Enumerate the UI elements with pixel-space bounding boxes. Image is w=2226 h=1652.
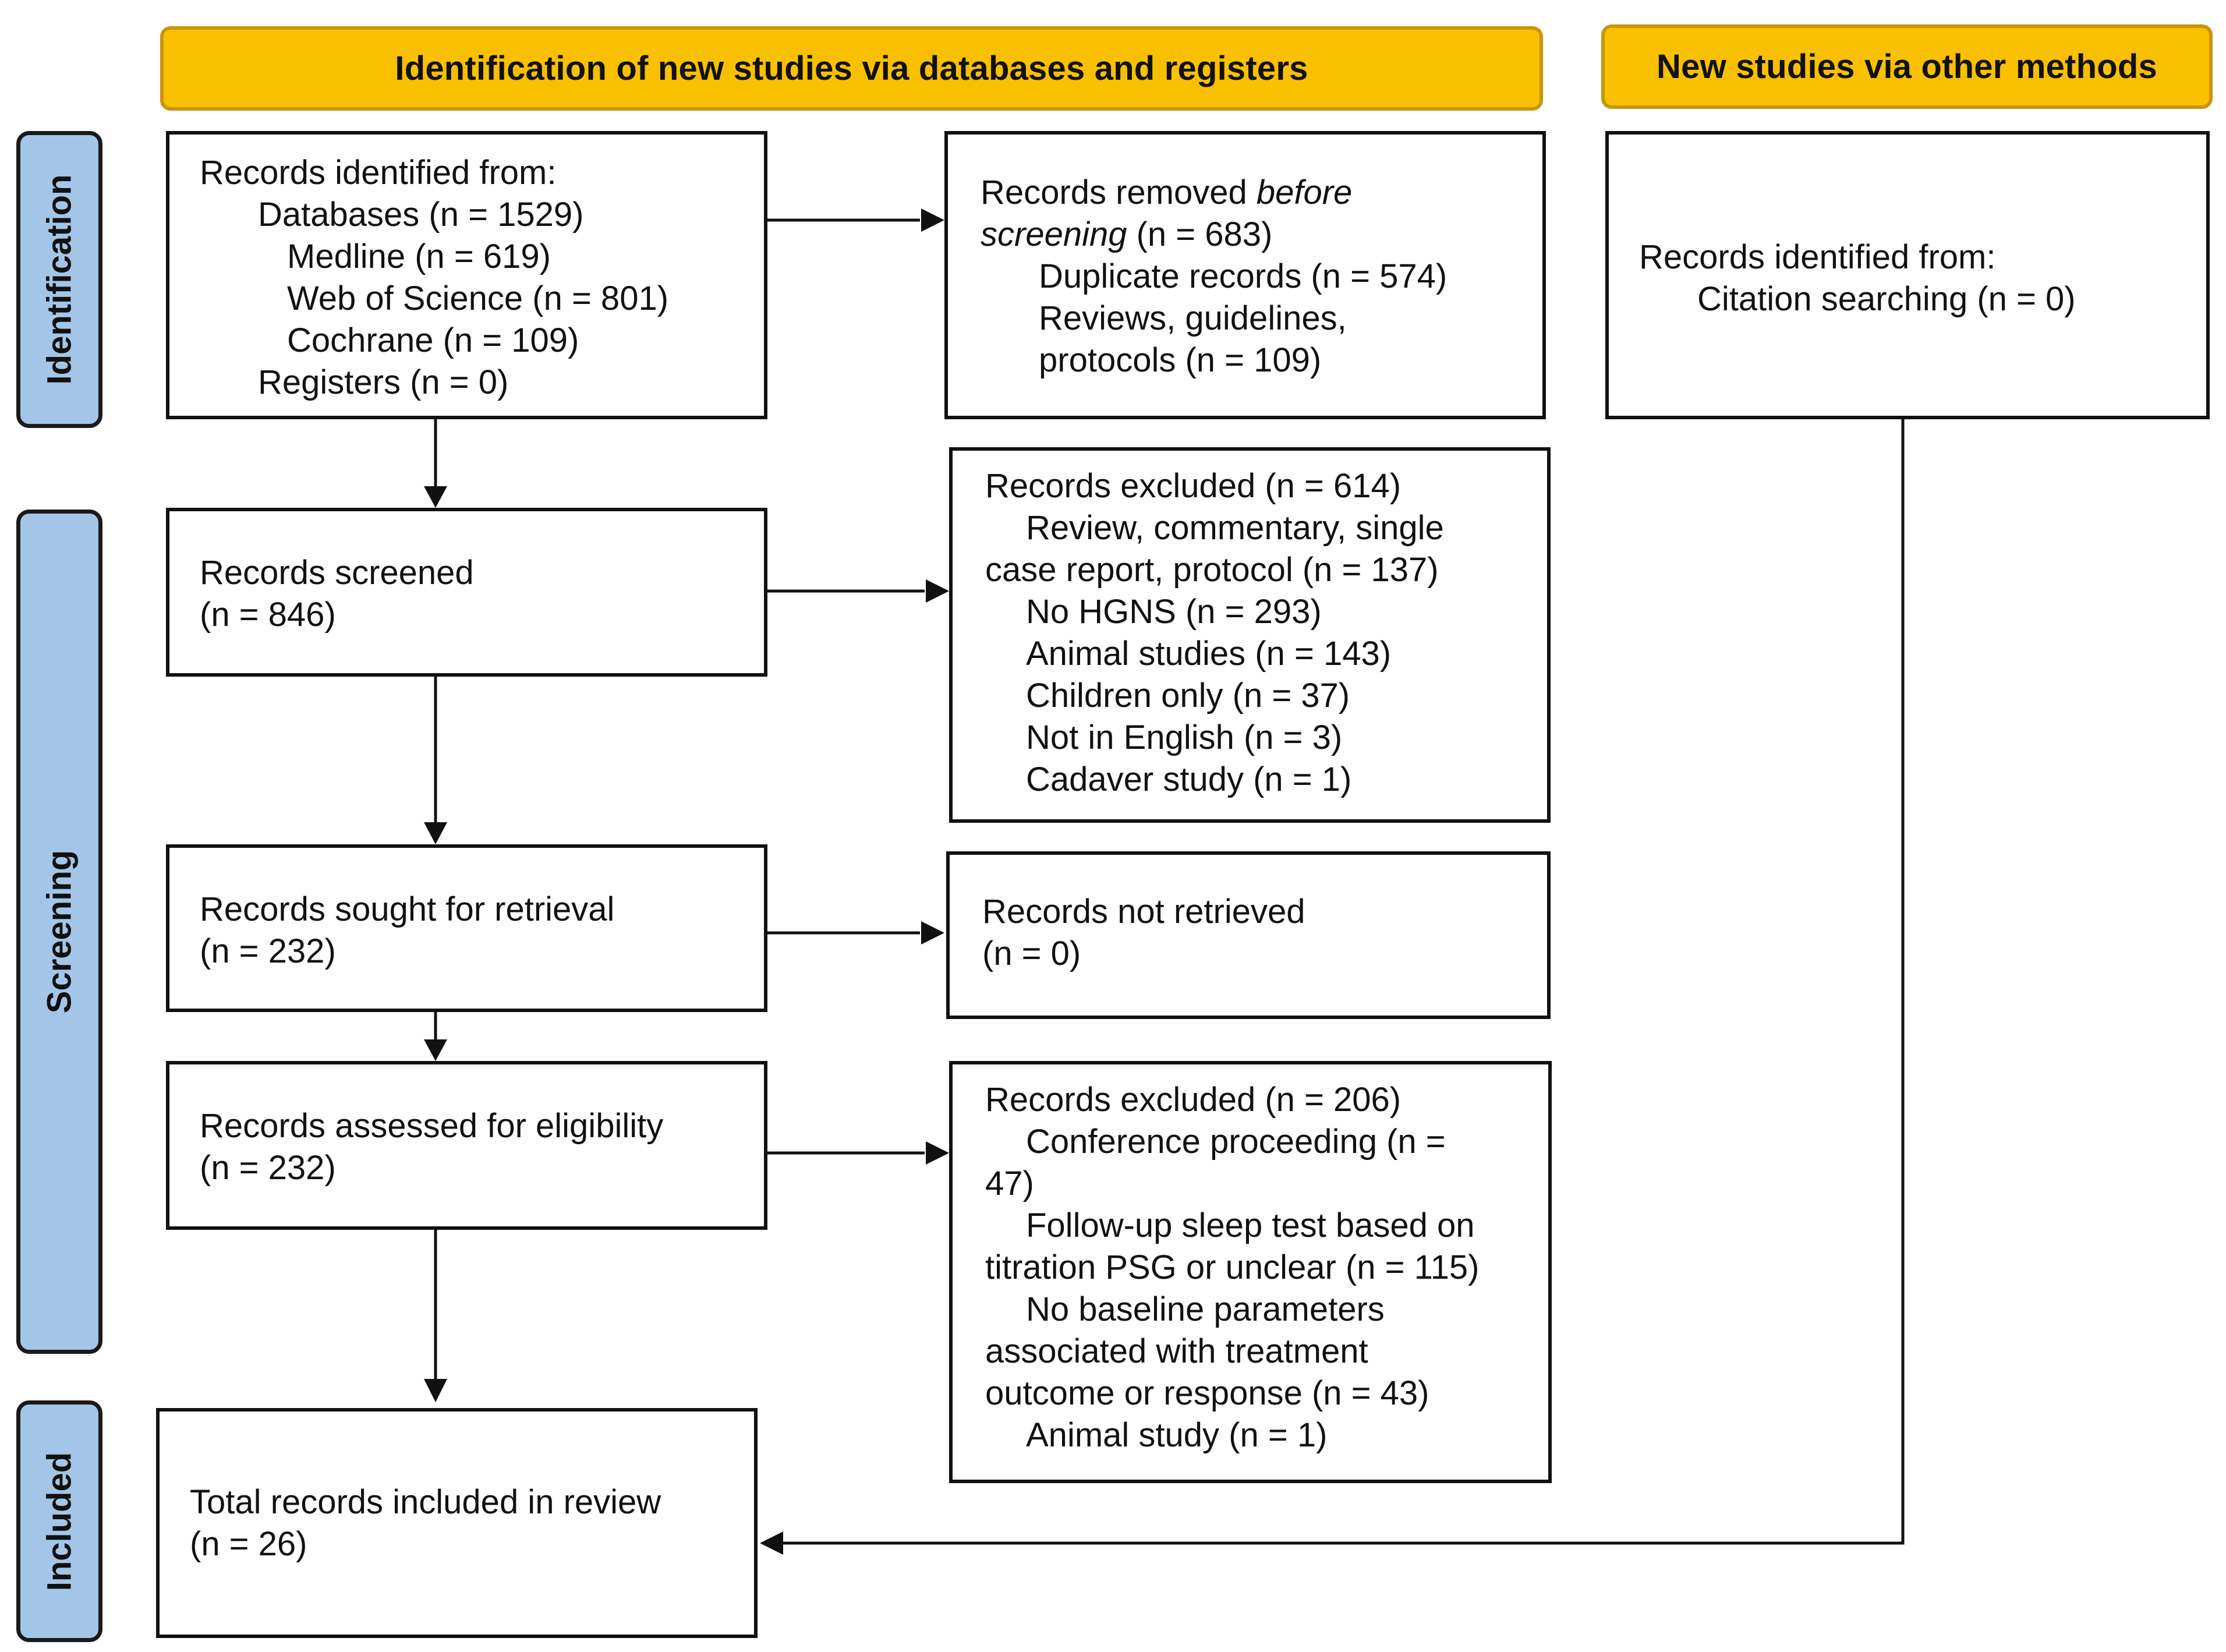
screened-title: Records screened bbox=[200, 554, 474, 592]
phase-identification: Identification bbox=[16, 131, 102, 428]
excluded-screening-review-2: case report, protocol (n = 137) bbox=[985, 551, 1439, 589]
removed-count: (n = 683) bbox=[1127, 215, 1273, 253]
arrowhead-excluded-screening bbox=[926, 579, 949, 603]
arrowhead-citation bbox=[760, 1531, 783, 1555]
box-other-records-identified: Records identified from: Citation search… bbox=[1605, 131, 2210, 419]
not-retrieved-title: Records not retrieved bbox=[982, 893, 1305, 931]
removed-line-2: screening (n = 683) bbox=[981, 214, 1542, 256]
excluded-screening-no-hgns: No HGNS (n = 293) bbox=[1026, 593, 1322, 631]
included-title: Total records included in review bbox=[190, 1483, 661, 1521]
excluded-eligibility-title: Records excluded (n = 206) bbox=[985, 1081, 1402, 1119]
excluded-eligibility-followup-2: titration PSG or unclear (n = 115) bbox=[985, 1248, 1480, 1286]
excluded-eligibility-baseline-1: No baseline parameters bbox=[1026, 1290, 1385, 1328]
included-count: (n = 26) bbox=[190, 1525, 307, 1563]
box-records-identified: Records identified from: Databases (n = … bbox=[166, 131, 767, 419]
other-identified-title: Records identified from: bbox=[1639, 238, 1996, 276]
removed-line-1: Records removed before bbox=[981, 172, 1542, 214]
removed-prefix: Records removed bbox=[981, 174, 1257, 211]
box-records-included: Total records included in review (n = 26… bbox=[156, 1408, 758, 1638]
header-other-methods-label: New studies via other methods bbox=[1657, 48, 2157, 86]
removed-screening-word: screening bbox=[981, 215, 1127, 253]
excluded-screening-review-1: Review, commentary, single bbox=[1026, 509, 1444, 547]
excluded-screening-children: Children only (n = 37) bbox=[1026, 677, 1350, 714]
not-retrieved-count: (n = 0) bbox=[982, 935, 1081, 972]
box-records-sought: Records sought for retrieval (n = 232) bbox=[166, 844, 767, 1012]
phase-included: Included bbox=[16, 1400, 102, 1642]
identified-medline: Medline (n = 619) bbox=[287, 238, 551, 275]
identified-web-of-science: Web of Science (n = 801) bbox=[287, 280, 669, 317]
arrowhead-included bbox=[424, 1379, 447, 1402]
other-identified-citation: Citation searching (n = 0) bbox=[1697, 280, 2076, 318]
sought-count: (n = 232) bbox=[200, 932, 336, 970]
arrowhead-excluded-eligibility bbox=[926, 1141, 949, 1165]
identified-title: Records identified from: bbox=[200, 154, 557, 192]
box-records-excluded-screening: Records excluded (n = 614) Review, comme… bbox=[949, 447, 1551, 823]
excluded-screening-cadaver: Cadaver study (n = 1) bbox=[1026, 760, 1352, 798]
screened-count: (n = 846) bbox=[200, 596, 336, 634]
excluded-eligibility-conference-1: Conference proceeding (n = bbox=[1026, 1123, 1446, 1161]
removed-before: before bbox=[1256, 174, 1353, 211]
excluded-eligibility-followup-1: Follow-up sleep test based on bbox=[1026, 1207, 1475, 1244]
excluded-eligibility-animal: Animal study (n = 1) bbox=[1026, 1416, 1328, 1454]
excluded-screening-animal: Animal studies (n = 143) bbox=[1026, 635, 1392, 673]
header-databases-registers: Identification of new studies via databa… bbox=[160, 26, 1543, 111]
identified-registers: Registers (n = 0) bbox=[258, 363, 509, 401]
identified-databases: Databases (n = 1529) bbox=[258, 196, 584, 234]
box-records-excluded-eligibility: Records excluded (n = 206) Conference pr… bbox=[949, 1061, 1552, 1483]
arrowhead-not-retrieved bbox=[921, 921, 944, 944]
excluded-eligibility-conference-2: 47) bbox=[985, 1165, 1034, 1202]
header-databases-registers-label: Identification of new studies via databa… bbox=[395, 49, 1308, 87]
phase-screening: Screening bbox=[16, 510, 102, 1354]
excluded-screening-not-english: Not in English (n = 3) bbox=[1026, 719, 1343, 756]
box-records-not-retrieved: Records not retrieved (n = 0) bbox=[946, 851, 1551, 1019]
header-other-methods: New studies via other methods bbox=[1601, 24, 2213, 109]
excluded-eligibility-baseline-2: associated with treatment bbox=[985, 1332, 1368, 1370]
removed-reviews-2: protocols (n = 109) bbox=[1039, 341, 1322, 379]
excluded-screening-title: Records excluded (n = 614) bbox=[985, 467, 1402, 505]
box-records-assessed: Records assessed for eligibility (n = 23… bbox=[166, 1061, 767, 1230]
arrowhead-screened bbox=[424, 486, 447, 508]
sought-title: Records sought for retrieval bbox=[200, 890, 615, 928]
arrowhead-removed bbox=[921, 208, 944, 232]
arrowhead-assessed bbox=[424, 1039, 447, 1061]
removed-duplicates: Duplicate records (n = 574) bbox=[1039, 257, 1448, 295]
assessed-title: Records assessed for eligibility bbox=[200, 1107, 664, 1145]
removed-reviews-1: Reviews, guidelines, bbox=[1039, 299, 1347, 337]
excluded-eligibility-baseline-3: outcome or response (n = 43) bbox=[985, 1374, 1429, 1412]
box-records-screened: Records screened (n = 846) bbox=[166, 508, 767, 677]
arrowhead-sought bbox=[424, 822, 447, 844]
identified-cochrane: Cochrane (n = 109) bbox=[287, 321, 579, 359]
arrow-citation-to-included bbox=[777, 419, 1905, 1545]
box-records-removed: Records removed before screening (n = 68… bbox=[944, 131, 1546, 419]
assessed-count: (n = 232) bbox=[200, 1149, 336, 1187]
